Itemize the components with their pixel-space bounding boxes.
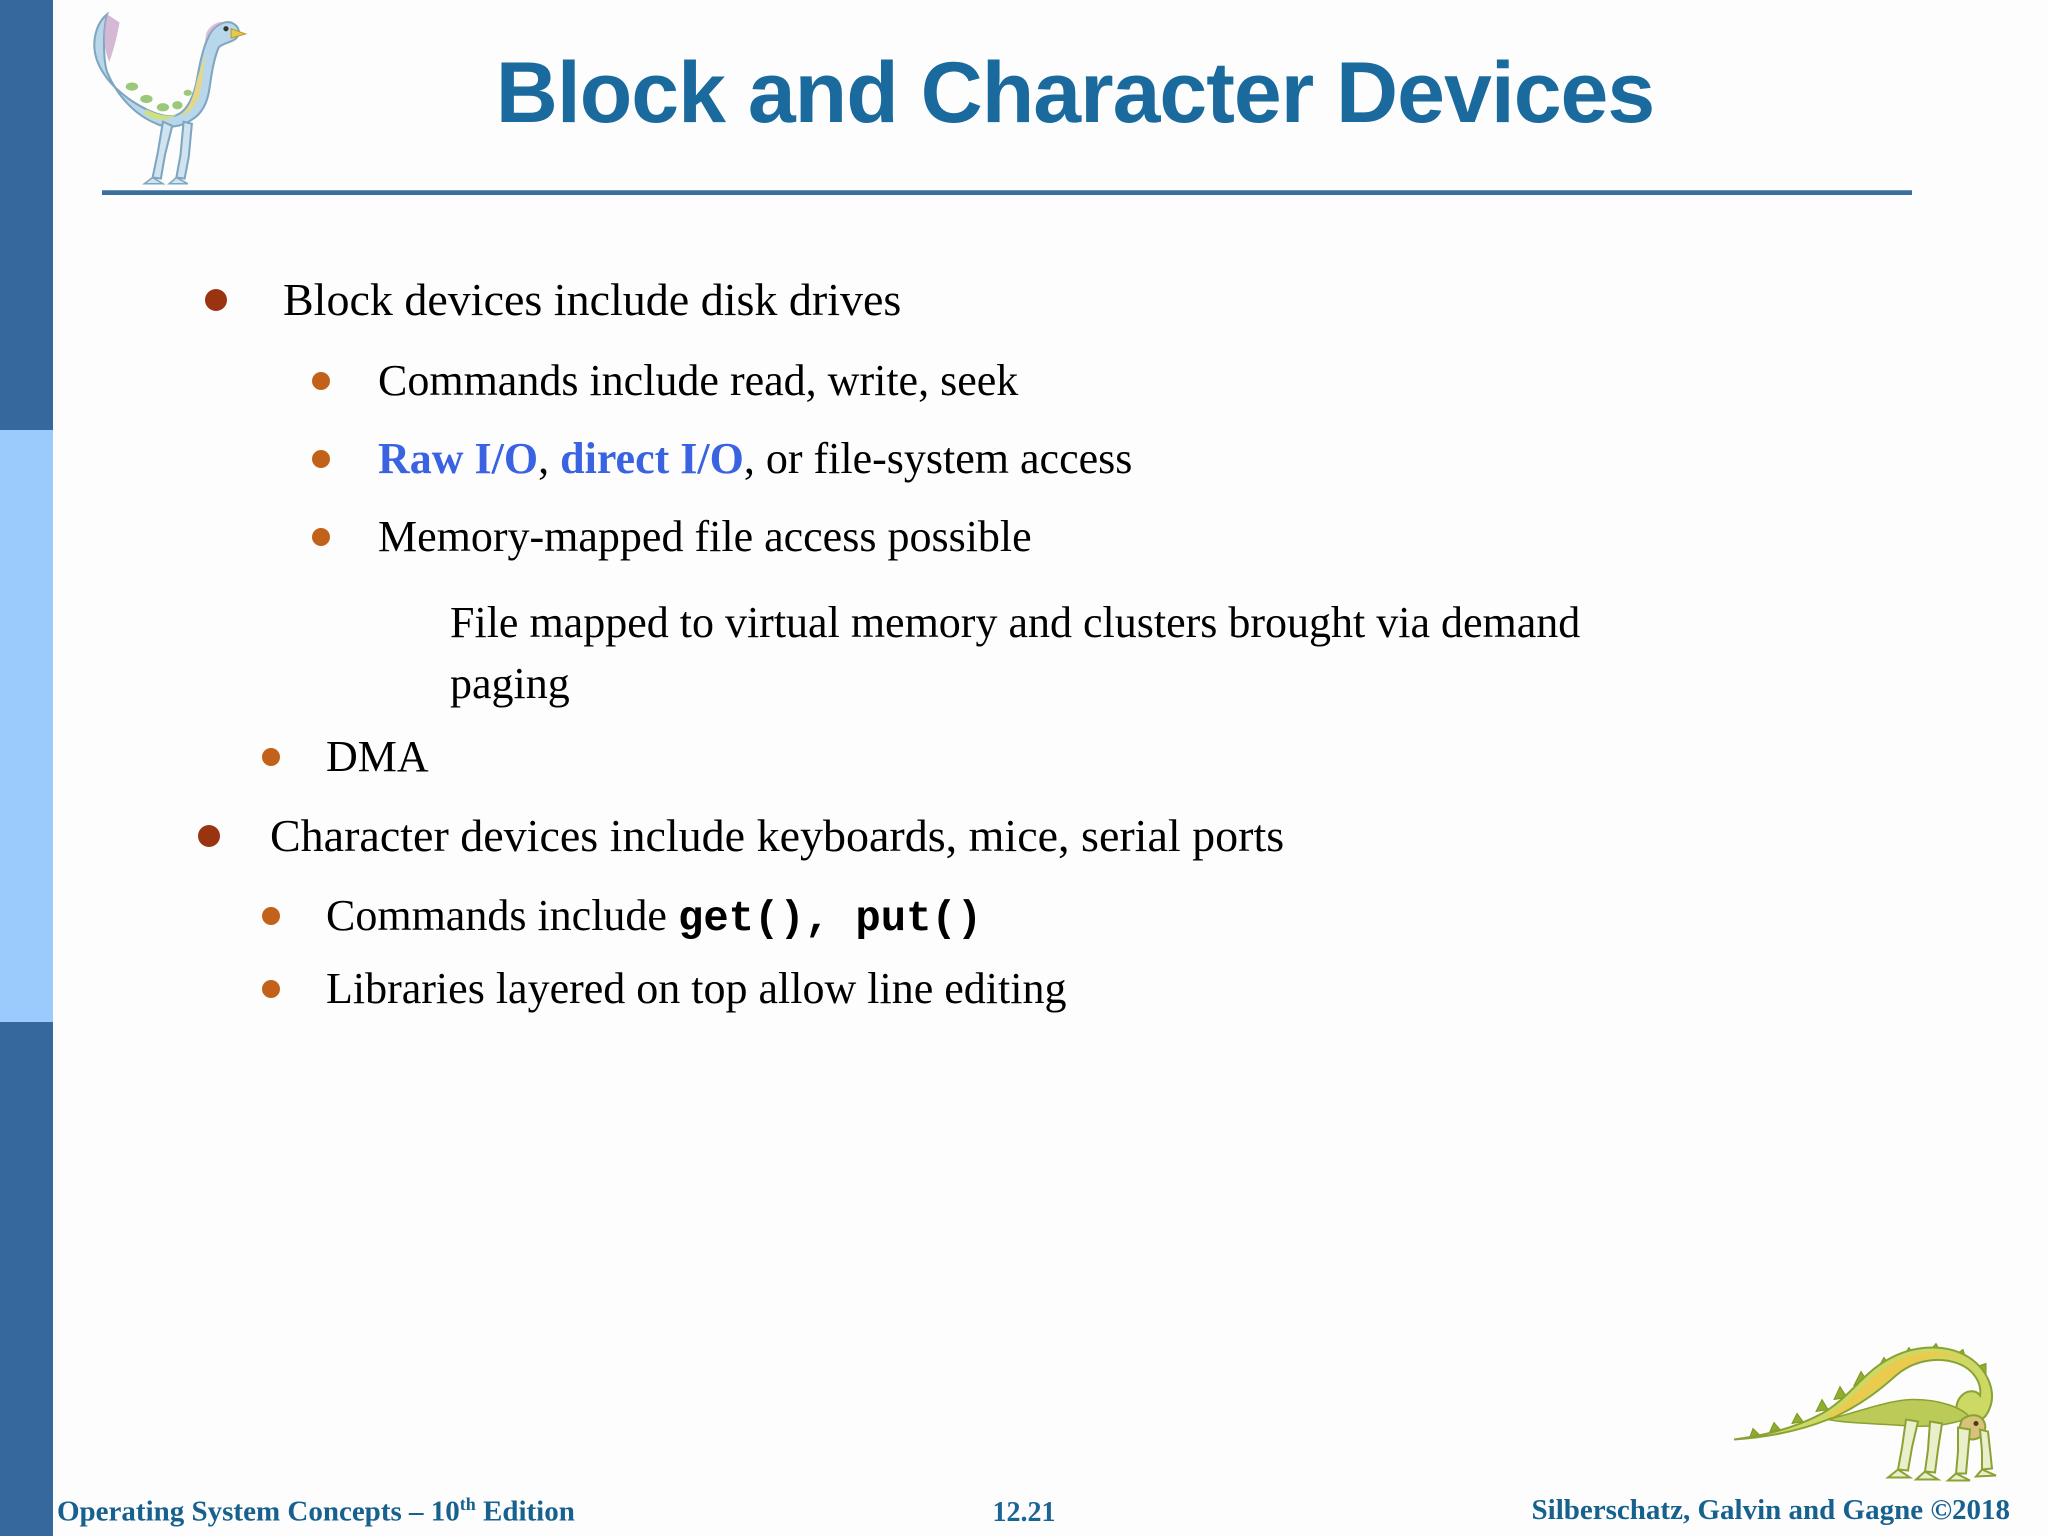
plain-text: , — [538, 434, 561, 483]
sub-bullet-icon — [262, 980, 280, 998]
bullet-item-character-devices: Character devices include keyboards, mic… — [198, 807, 1284, 865]
bullet-icon — [205, 289, 227, 311]
footer-edition-text: Edition — [475, 1495, 575, 1528]
code-text: get(), put() — [677, 895, 983, 943]
accent-text: direct I/O — [560, 434, 744, 483]
plain-text: , or file-system access — [743, 434, 1133, 483]
sub-bullet-icon — [262, 748, 280, 766]
plain-text: Commands include — [326, 891, 678, 940]
bullet-item-block-devices: Block devices include disk drives — [205, 271, 901, 329]
bullet-item-commands-get-put: Commands include get(), put() — [262, 887, 982, 948]
sub-bullet-icon — [312, 528, 330, 546]
bullet-text: Memory-mapped file access possible — [378, 512, 1032, 561]
bullet-text: Character devices include keyboards, mic… — [270, 810, 1285, 861]
accent-text: Raw I/O — [378, 434, 539, 483]
bullet-text: Commands include read, write, seek — [378, 356, 1019, 405]
bullet-text: Commands include get(), put() — [326, 887, 982, 948]
sub-bullet-icon — [312, 450, 330, 468]
bullet-text: Libraries layered on top allow line edit… — [326, 964, 1067, 1013]
footer-book-title: Operating System Concepts – 10th Edition — [57, 1494, 575, 1529]
bullet-text: DMA — [326, 732, 429, 781]
dinosaur-logo-icon — [93, 11, 248, 185]
slide-number: 12.21 — [992, 1497, 1056, 1528]
sidebar-bar-light — [0, 430, 53, 1022]
sub-bullet-icon — [312, 372, 330, 390]
footer-authors: Silberschatz, Galvin and Gagne ©2018 — [1531, 1494, 2010, 1526]
footer-superscript: th — [459, 1494, 476, 1514]
paragraph-text: File mapped to virtual memory and cluste… — [450, 598, 1581, 708]
bullet-item-raw-io: Raw I/O, direct I/O, or file-system acce… — [312, 430, 1132, 488]
bullet-text: Block devices include disk drives — [283, 274, 902, 325]
bullet-item-commands-rw: Commands include read, write, seek — [312, 352, 1018, 410]
title-underline — [102, 190, 1912, 195]
bullet-text: Raw I/O, direct I/O, or file-system acce… — [378, 430, 1132, 488]
bullet-item-dma: DMA — [262, 728, 429, 786]
bullet-item-libraries: Libraries layered on top allow line edit… — [262, 960, 1066, 1018]
sub-bullet-icon — [262, 907, 280, 925]
paragraph-file-mapped: File mapped to virtual memory and cluste… — [450, 592, 1650, 714]
page-title: Block and Character Devices — [495, 45, 1655, 141]
bullet-item-memory-mapped: Memory-mapped file access possible — [312, 508, 1032, 566]
bullet-icon — [198, 825, 220, 847]
footer-book-title-text: Operating System Concepts – 10 — [57, 1495, 460, 1528]
dinosaur-illustration-icon — [1733, 1342, 1997, 1482]
